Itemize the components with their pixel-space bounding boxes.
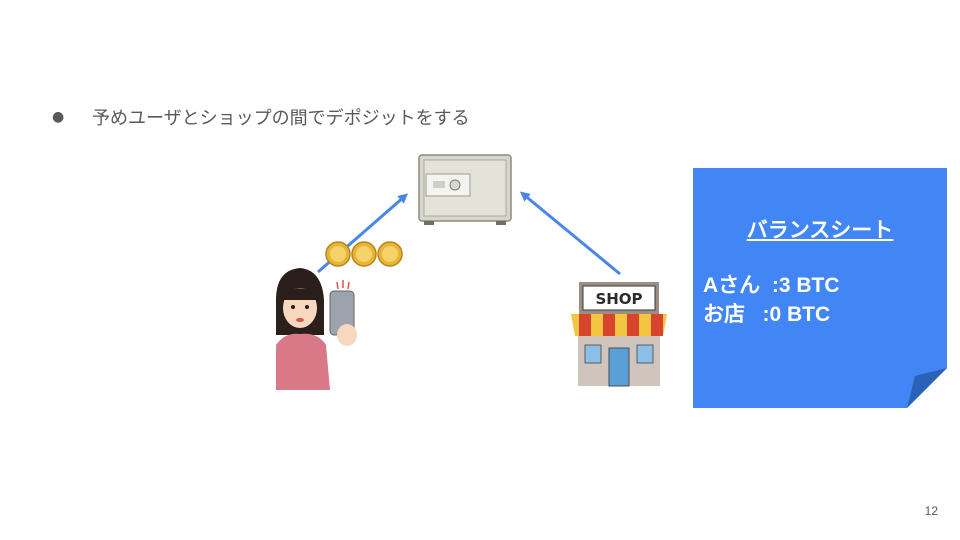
shop-sign-text: SHOP <box>595 290 642 308</box>
bullet-item: ● 予めユーザとショップの間でデポジットをする <box>52 104 470 130</box>
woman-with-smartphone-icon <box>276 268 357 390</box>
shop-storefront-icon: SHOP <box>571 282 667 387</box>
balance-sheet-note: バランスシート Aさん :3 BTC お店 :0 BTC <box>693 168 947 408</box>
page-number: 12 <box>924 504 938 518</box>
bullet-dot: ● <box>52 109 65 125</box>
balance-line-user: Aさん :3 BTC <box>703 274 840 297</box>
safe-icon <box>418 154 512 225</box>
arrow-shop-to-safe <box>519 191 621 276</box>
bullet-text: 予めユーザとショップの間でデポジットをする <box>92 108 470 129</box>
balance-line-shop: お店 :0 BTC <box>703 303 831 326</box>
bitcoin-coins-icon <box>325 241 403 267</box>
balance-sheet-title: バランスシート <box>746 219 894 242</box>
